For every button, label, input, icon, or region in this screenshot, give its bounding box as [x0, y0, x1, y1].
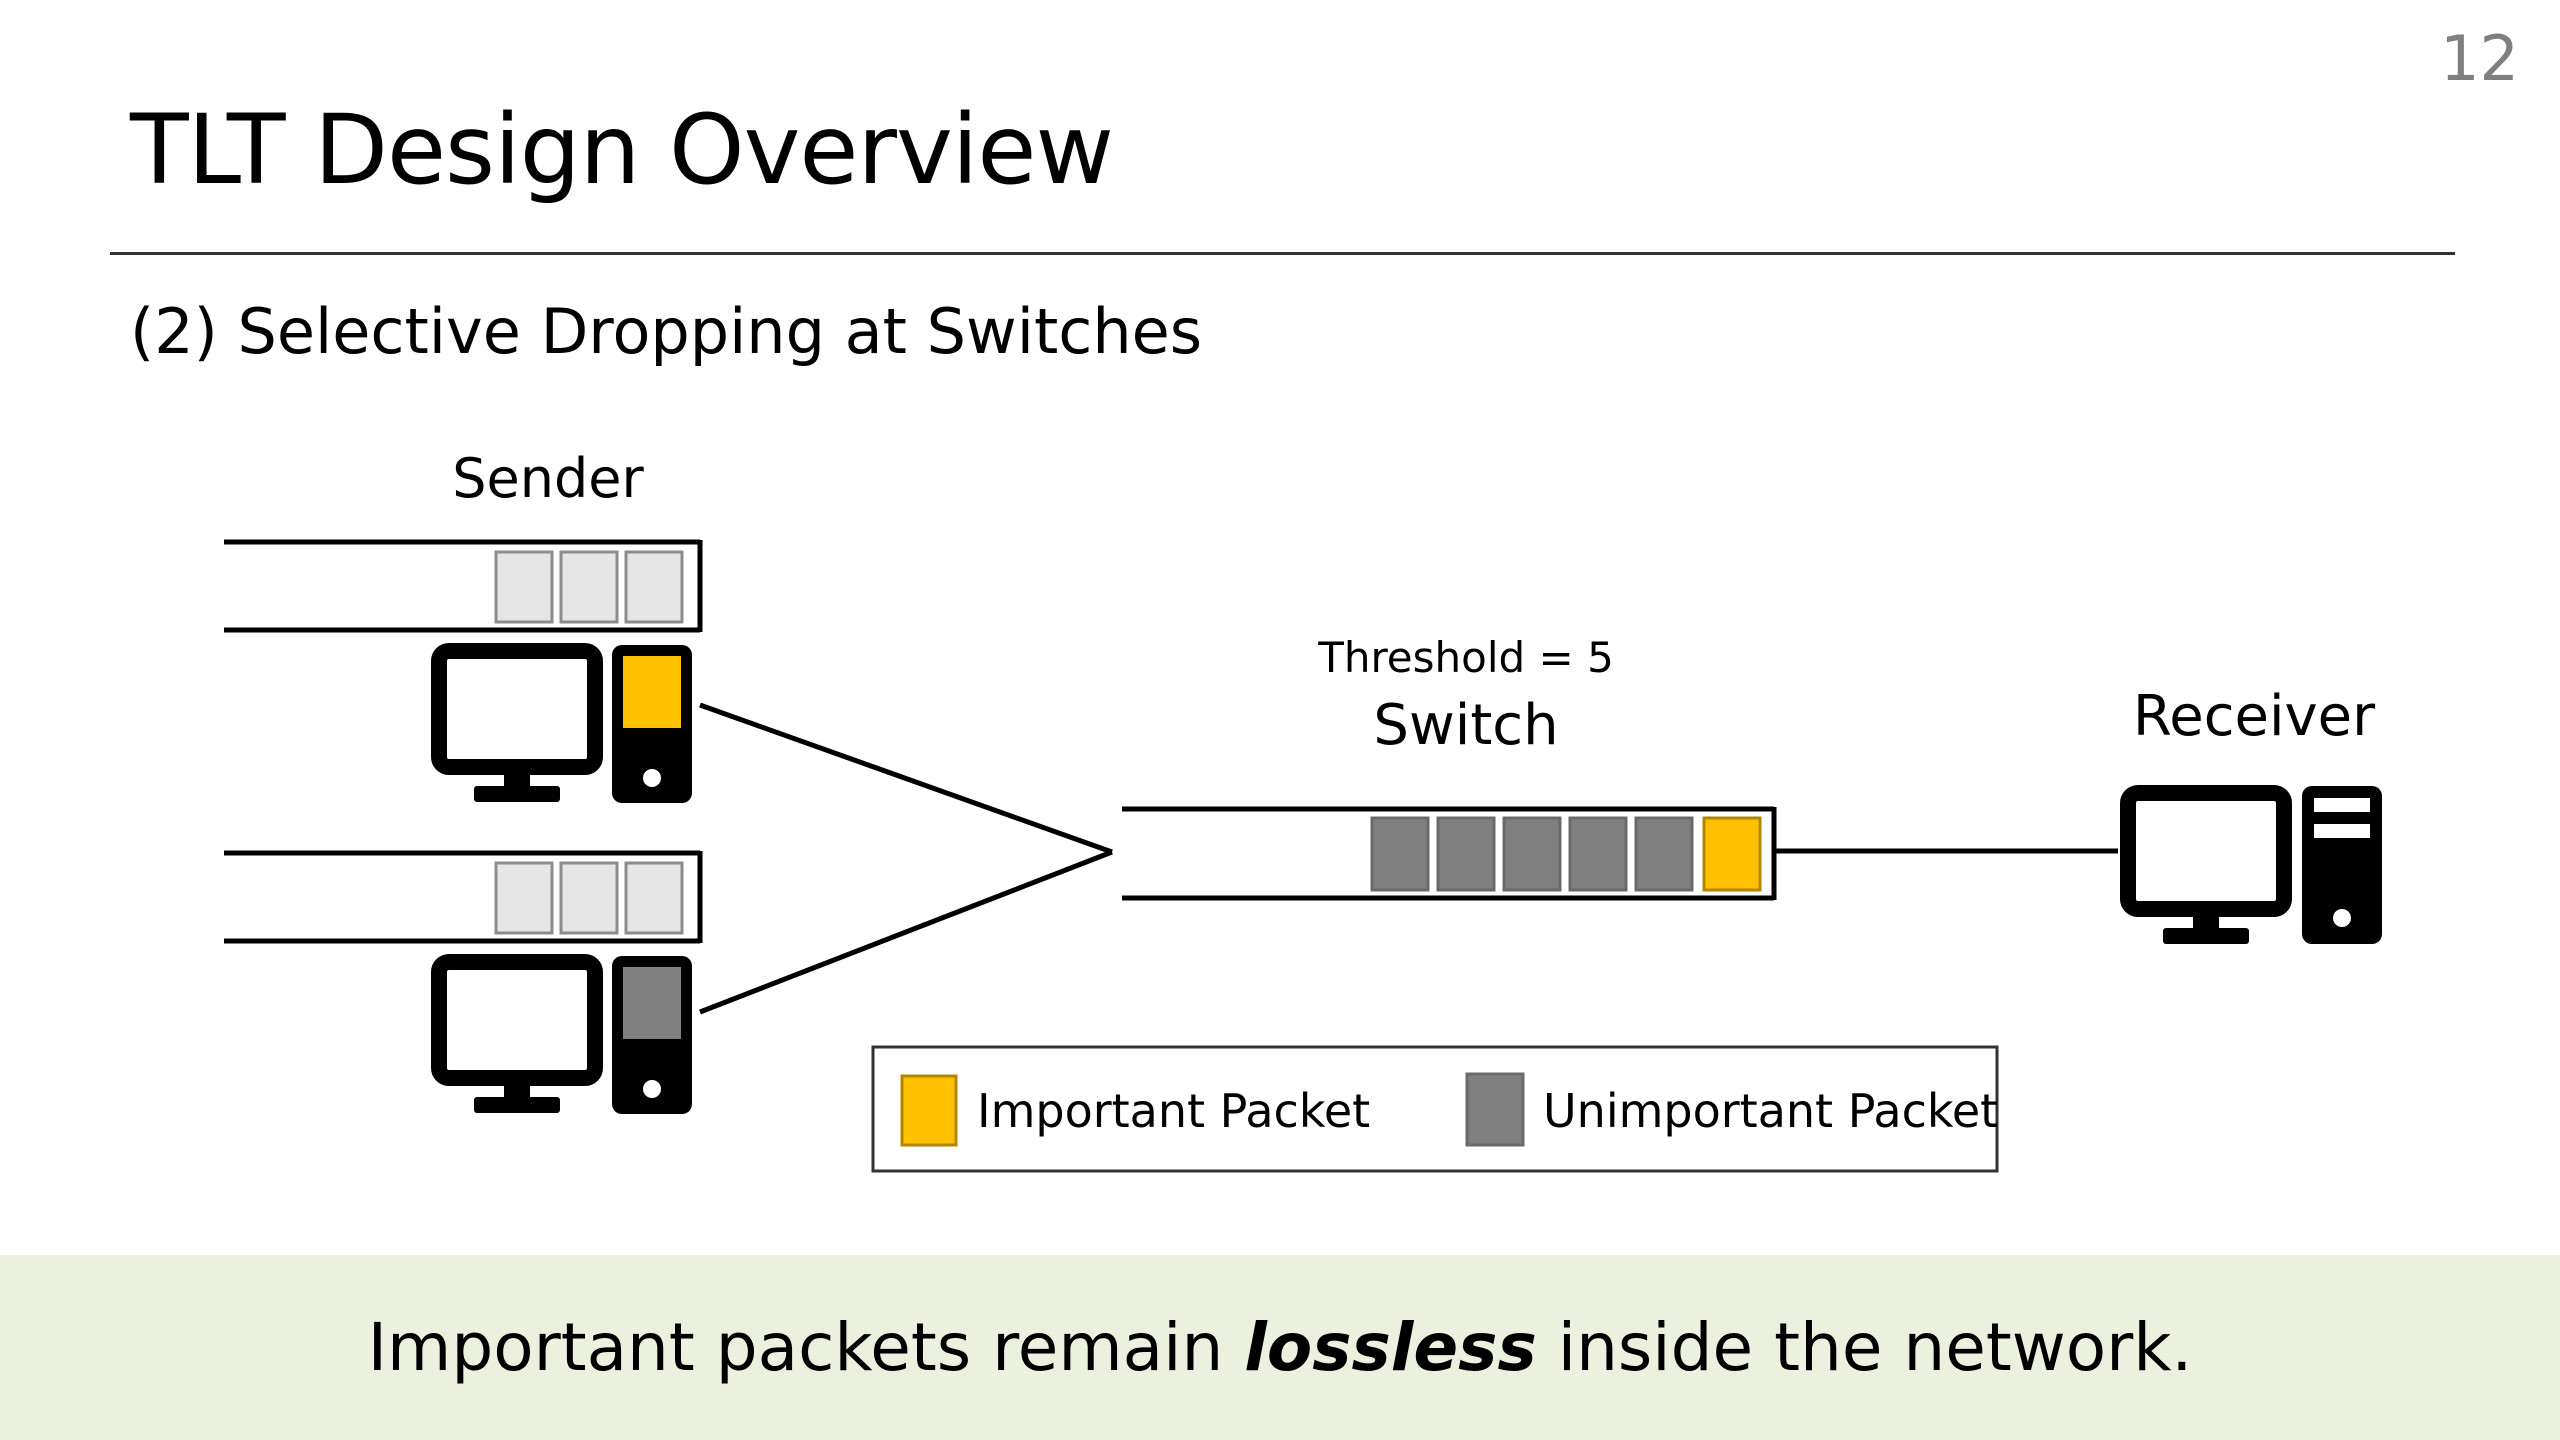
- switch-unimportant-packet-4: [1568, 816, 1628, 892]
- legend: Important Packet Unimportant Packet: [871, 1045, 1999, 1173]
- legend-unimportant-label: Unimportant Packet: [1543, 1084, 1998, 1138]
- title-divider: [110, 252, 2455, 255]
- sender-2-unimportant-packet: [623, 967, 681, 1039]
- sender-queue-2: [224, 850, 703, 944]
- page-number: 12: [2440, 22, 2519, 95]
- sender-1-computer-icon: [431, 643, 692, 803]
- sender-label: Sender: [452, 447, 644, 510]
- sender-2-computer-icon: [431, 954, 692, 1114]
- sender-2-queue-slot-3: [624, 861, 684, 935]
- switch-label: Switch: [1373, 693, 1558, 758]
- sender-1-queue-slot-2: [559, 550, 619, 624]
- sender-1-queue-slot-3: [624, 550, 684, 624]
- sender-2-queue-slot-1: [494, 861, 554, 935]
- legend-important-swatch: [900, 1074, 958, 1147]
- receiver-computer-icon: [2120, 785, 2382, 944]
- switch-unimportant-packet-3: [1502, 816, 1562, 892]
- takeaway-emphasis: lossless: [1244, 1309, 1537, 1386]
- slide-title: TLT Design Overview: [130, 94, 1114, 206]
- switch-queue: [1122, 806, 1777, 901]
- switch-unimportant-packet-5: [1634, 816, 1694, 892]
- sender-1-queue-slot-1: [494, 550, 554, 624]
- switch-unimportant-packet-2: [1436, 816, 1496, 892]
- sender-1-link: [699, 702, 1113, 855]
- slide-subtitle: (2) Selective Dropping at Switches: [130, 295, 1203, 368]
- sender-queue-1: [224, 539, 703, 633]
- sender-1-important-packet: [623, 656, 681, 728]
- sender-2-link: [699, 849, 1113, 1015]
- switch-threshold-label: Threshold = 5: [1317, 633, 1614, 682]
- takeaway-text-start: Important packets remain: [367, 1309, 1245, 1386]
- network-diagram: Sender Threshold = 5 S: [224, 447, 2382, 1173]
- legend-important-label: Important Packet: [977, 1084, 1370, 1138]
- takeaway-text-end: inside the network.: [1536, 1309, 2193, 1386]
- switch-unimportant-packet-1: [1370, 816, 1430, 892]
- takeaway-text: Important packets remain lossless inside…: [368, 1309, 2193, 1386]
- switch-important-packet: [1702, 816, 1762, 892]
- receiver-label: Receiver: [2133, 684, 2376, 749]
- sender-2-queue-slot-2: [559, 861, 619, 935]
- takeaway-bar: Important packets remain lossless inside…: [0, 1255, 2560, 1440]
- legend-unimportant-swatch: [1465, 1072, 1525, 1147]
